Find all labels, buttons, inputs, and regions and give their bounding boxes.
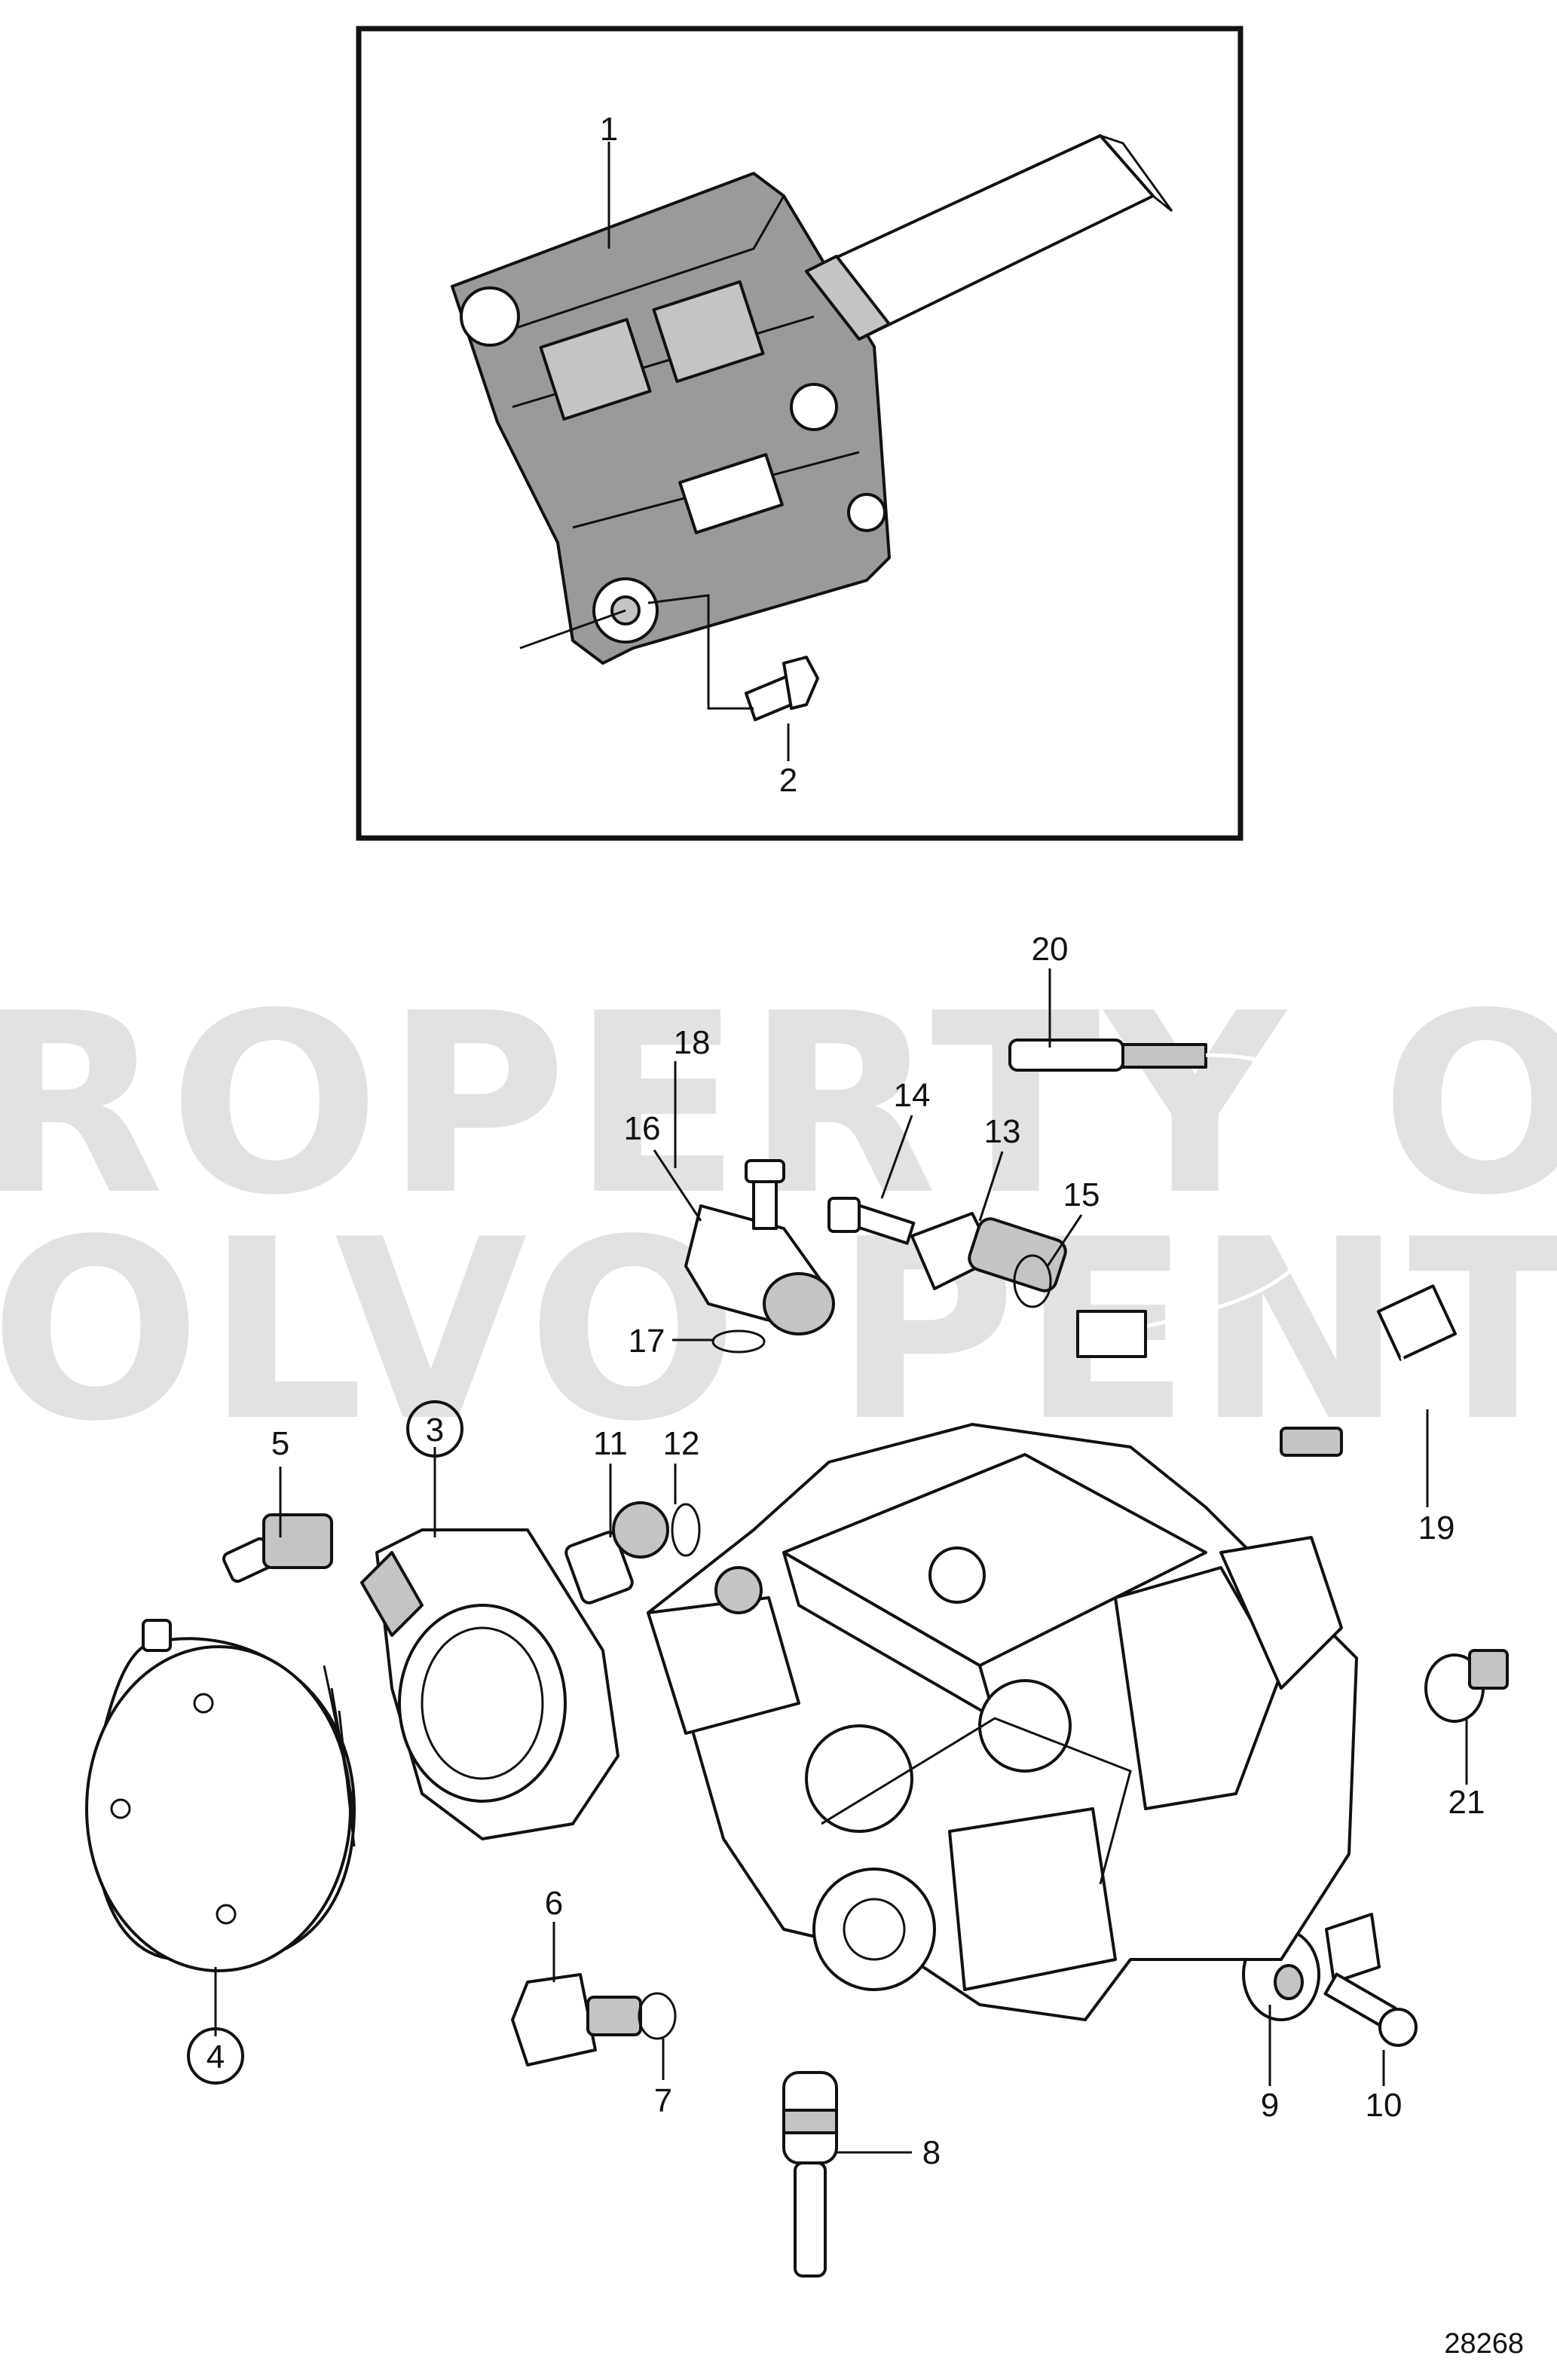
- callout-16: 16: [624, 1110, 661, 1147]
- callout-circle-4: [187, 2027, 244, 2085]
- callout-5: 5: [271, 1425, 289, 1462]
- sensor-8-speed-sensor: [782, 2071, 838, 2278]
- document-number: 28268: [1444, 2328, 1524, 2360]
- ecu-control-unit: [451, 172, 891, 665]
- sensor-16-map-sensor: [684, 1204, 835, 1335]
- sensor-21-pressure-sensor: [1424, 1649, 1509, 1723]
- callout-10: 10: [1366, 2087, 1403, 2124]
- throttle-body-3: [360, 1528, 619, 1840]
- engine-block: [647, 1423, 1358, 2021]
- callout-15: 15: [1063, 1176, 1100, 1213]
- ecu-connector: [805, 134, 1173, 341]
- sensor-5-temperature-sensor: [222, 1513, 333, 1583]
- callout-9: 9: [1261, 2087, 1279, 2124]
- callout-11: 11: [593, 1425, 628, 1462]
- leader-lines: [214, 142, 1468, 2154]
- sensor-13-camshaft-sensor: [910, 1212, 1067, 1292]
- callout-20: 20: [1032, 931, 1069, 968]
- sensor-6-crankshaft-sensor: [511, 1973, 642, 2066]
- callout-4: 4: [206, 2039, 225, 2076]
- sensor-20-oxygen-sensor: [1008, 1039, 1329, 1358]
- sensor-19-temperature-sensor: [1280, 1284, 1458, 1457]
- callout-12: 12: [663, 1425, 700, 1462]
- bolt-10: [1323, 1972, 1418, 2047]
- callout-7: 7: [654, 2082, 672, 2119]
- o-ring-15: [1013, 1254, 1052, 1308]
- callout-3: 3: [426, 1412, 444, 1448]
- bolt-18: [745, 1159, 785, 1230]
- callout-2: 2: [779, 762, 797, 799]
- ecu-mounting-bolt: [745, 656, 819, 721]
- inset-frame: [356, 26, 1243, 841]
- callout-13: 13: [984, 1113, 1021, 1150]
- callout-21: 21: [1448, 1784, 1485, 1821]
- o-ring-7: [638, 1992, 677, 2040]
- callout-17: 17: [629, 1323, 665, 1360]
- callout-18: 18: [674, 1024, 711, 1061]
- callout-19: 19: [1418, 1510, 1455, 1546]
- watermark-line-1: PROPERTY OF: [0, 960, 1557, 1250]
- o-ring-12: [671, 1503, 701, 1557]
- callout-8: 8: [922, 2134, 941, 2171]
- callout-labels: 1 2 3 4 5 6 7 8 9 10 11 12 13 14 15 16 1…: [206, 111, 1485, 2171]
- o-ring-17: [711, 1329, 766, 1354]
- callout-6: 6: [545, 1885, 563, 1922]
- callout-1: 1: [600, 111, 618, 148]
- pulley-4: [85, 1619, 356, 1972]
- callout-circle-3: [406, 1400, 463, 1458]
- callout-14: 14: [894, 1077, 931, 1114]
- sensor-11-oil-pressure-sensor: [564, 1501, 669, 1605]
- bolt-14: [827, 1197, 916, 1245]
